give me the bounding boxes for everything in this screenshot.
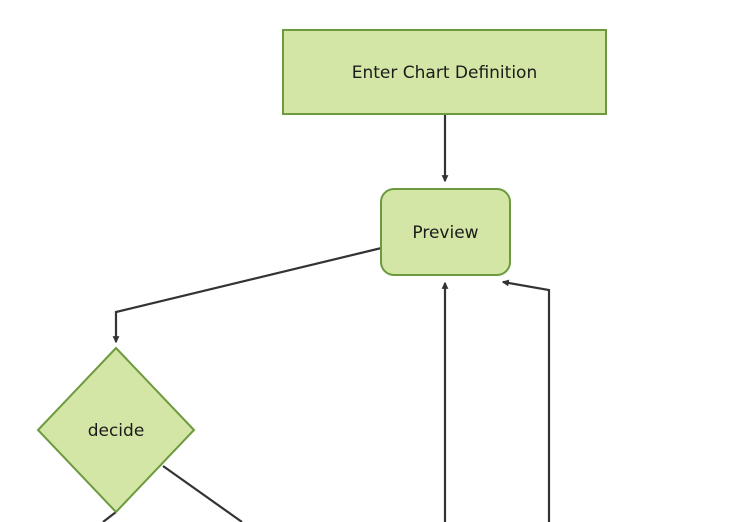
edge-layer xyxy=(102,114,551,522)
node-enter-chart-definition[interactable]: Enter Chart Definition xyxy=(282,29,607,115)
edge-preview-to-decide xyxy=(112,246,382,344)
node-decide[interactable]: decide xyxy=(36,346,196,514)
edge-decide-down-right xyxy=(162,465,243,522)
edge-bottom-right-to-preview xyxy=(501,279,551,522)
node-preview[interactable]: Preview xyxy=(380,188,511,276)
preview-shape[interactable] xyxy=(380,188,511,276)
preview-label: Preview xyxy=(412,223,478,243)
enter-chart-definition-shape[interactable] xyxy=(282,29,607,115)
decide-shape[interactable] xyxy=(36,346,196,514)
edge-decide-down-left xyxy=(102,511,117,522)
enter-chart-definition-label: Enter Chart Definition xyxy=(352,63,537,83)
decide-label: decide xyxy=(88,421,145,441)
